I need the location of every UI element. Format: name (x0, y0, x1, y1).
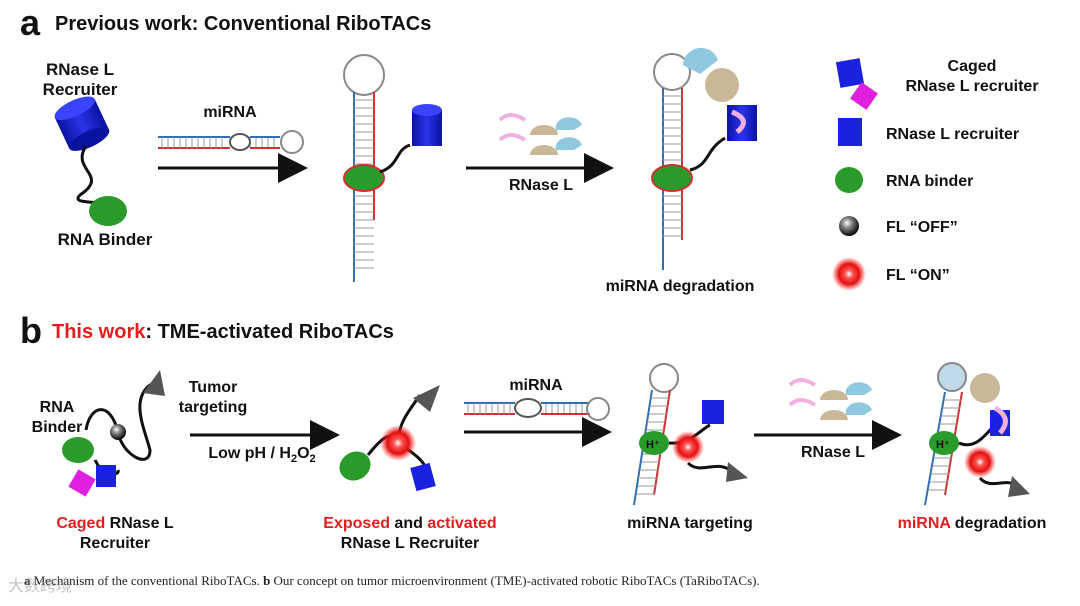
figure-caption: a Mechanism of the conventional RiboTACs… (24, 573, 760, 589)
caged-red: Caged (56, 515, 106, 532)
linker-a (76, 145, 107, 207)
recruiter-label-line2: Recruiter (42, 80, 118, 99)
lowph-o: O (297, 445, 310, 462)
binder-label-b: RNA Binder (22, 398, 92, 438)
exposed-construct-b (339, 385, 440, 492)
recruiter-label-line1: RNase L (45, 60, 115, 79)
mirna-duplex-a (158, 130, 304, 154)
panel-b-letter: b (20, 310, 42, 351)
mirna-label-a: miRNA (203, 104, 257, 121)
legend-recruiter: RNase L recruiter (886, 126, 1020, 143)
panel-b-title-rest: : TME-activated RiboTACs (145, 321, 394, 343)
panel-a-letter: a (20, 2, 41, 43)
caption-b-text: Our concept on tumor microenvironment (T… (270, 573, 760, 588)
tumor-label-line1: Tumor (188, 379, 238, 396)
caption-a-text: Mechanism of the conventional RiboTACs. (30, 573, 264, 588)
binder-label-b-line2: Binder (31, 419, 83, 436)
binder-label-a: RNA Binder (57, 230, 153, 249)
lowph-label: Low pH / H2O2 (192, 444, 332, 469)
rnase-l-enzymes-b (788, 378, 872, 420)
legend-caged-line1: Caged (947, 58, 997, 75)
lowph-text: Low pH / H (208, 445, 291, 462)
exposed-line2: RNase L Recruiter (340, 535, 480, 552)
degradation-label-b: miRNA degradation (872, 514, 1072, 534)
caged-construct-b (62, 370, 165, 497)
caption-b-letter: b (263, 573, 271, 588)
hplus-label-2: H⁺ (936, 439, 950, 451)
mirna-label-b: miRNA (509, 377, 563, 394)
legend-icons (832, 58, 878, 291)
rnase-l-enzymes-a (498, 113, 582, 155)
exposed-recruiter-label: Exposed and activated RNase L Recruiter (300, 514, 520, 554)
rnase-label-b: RNase L (800, 444, 866, 461)
lowph-sub1: 2 (290, 453, 298, 466)
panel-b-title-red: This work (52, 321, 146, 343)
targeting-label: miRNA targeting (627, 515, 753, 532)
lowph-sub2: 2 (309, 453, 316, 466)
caption-a-letter: a (24, 573, 31, 588)
activated-red: activated (427, 515, 497, 532)
exposed-and: and (389, 515, 428, 532)
legend-caged: Caged RNase L recruiter (882, 57, 1062, 97)
tumor-targeting-label: Tumor targeting (168, 378, 258, 418)
binder-label-b-line1: RNA (39, 399, 75, 416)
rnase-label-a: RNase L (508, 177, 574, 194)
caged-recruiter-label: Caged RNase L Recruiter (30, 514, 200, 554)
recruiter-cylinder-a (54, 96, 110, 151)
exposed-red: Exposed (323, 515, 390, 532)
legend-fl-off: FL “OFF” (886, 219, 958, 236)
legend-caged-line2: RNase L recruiter (905, 78, 1039, 95)
legend-fl-on: FL “ON” (886, 267, 950, 284)
watermark: 大数跨境 (8, 576, 73, 595)
deg-red: miRNA (897, 515, 951, 532)
mirna-duplex-b (464, 397, 610, 421)
caged-rest: RNase L (105, 515, 174, 532)
hairpin-a-right (651, 47, 757, 270)
rna-binder-a (89, 196, 127, 226)
targeting-hairpin-b: H⁺ (633, 363, 748, 506)
hairpin-a-center (343, 54, 442, 282)
legend-binder: RNA binder (886, 173, 974, 190)
tumor-label-line2: targeting (178, 399, 248, 416)
panel-a-title: Previous work: Conventional RiboTACs (55, 13, 432, 35)
caged-line2: Recruiter (79, 535, 151, 552)
degradation-label-a: miRNA degradation (605, 278, 755, 295)
deg-rest: degradation (950, 515, 1047, 532)
degradation-hairpin-b: H⁺ (924, 362, 1030, 506)
recruiter-label: RNase L Recruiter (20, 60, 140, 100)
panel-b-title: This work: TME-activated RiboTACs (52, 321, 394, 344)
hplus-label-1: H⁺ (646, 439, 660, 451)
